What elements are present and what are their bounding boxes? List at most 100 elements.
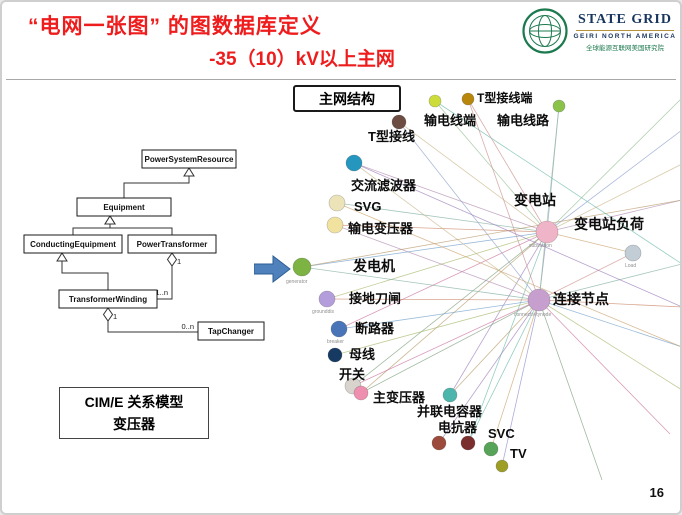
graph-node-tv [495,459,509,473]
graph-edge [360,299,540,394]
graph-label-tv: TV [510,446,527,461]
graph-node-svc [483,441,499,457]
graph-edge [467,231,548,444]
graph-label-ac_filter: 交流滤波器 [351,178,417,193]
graph-edge [467,98,548,233]
graph-edge [336,202,548,233]
graph-edge [301,266,540,301]
graph-edge [438,299,540,444]
uml-class-box-tap [197,321,265,341]
graph-sublabel-gnd_disc: grounddis [312,309,334,315]
graph-node-line_end [428,94,442,108]
graph-edge [546,99,680,233]
graph-edge [538,299,680,308]
graph-edge [467,98,540,301]
uml-association-line [107,321,198,333]
uml-class-label-powertx: PowerTransformer [137,240,208,249]
graph-node-reactor_a [431,435,447,451]
graph-label-svg_node: SVG [354,199,381,214]
uml-class-label-conducting: ConductingEquipment [30,240,116,249]
page-subtitle: -35（10）kV以上主网 [209,49,395,70]
graph-edge [398,121,548,233]
graph-edge [546,200,680,233]
graph-node-t_end [461,92,475,106]
page-title: “电网一张图” 的图数据库定义 [28,15,322,38]
graph-sublabel-generator: generator [286,279,308,285]
graph-edge [301,199,680,268]
cim-caption-box: CIM/E 关系模型 变压器 [59,387,209,439]
graph-edge [501,299,540,467]
graph-edge [546,231,634,254]
graph-label-line_end: 输电线端 [424,113,476,128]
uml-class-box-psr [141,149,237,169]
graph-edge [434,100,680,264]
uml-generalization-line [110,227,173,235]
graph-edge [398,121,540,301]
uml-inheritance-triangle-icon [183,167,195,177]
cim-caption-line2: 变压器 [113,416,155,432]
graph-edge [338,231,548,330]
graph-edge [352,231,548,387]
uml-class-box-powertx [127,234,217,254]
right-arrow-icon [254,254,291,284]
graph-edge [449,231,548,396]
graph-node-conn [527,288,551,312]
graph-edge [326,298,540,301]
graph-edge [538,299,680,390]
uml-class-label-psr: PowerSystemResource [145,155,234,164]
graph-edge [538,299,671,435]
graph-node-busbar [327,347,343,363]
uml-generalization-line [61,261,109,290]
graph-edge [334,299,540,356]
graph-edge [353,162,548,233]
graph-legend: 主网结构 [293,85,401,112]
uml-aggregation-diamond-icon [102,307,114,322]
state-grid-emblem-icon [522,8,568,54]
page-number: 16 [649,485,664,500]
graph-edge [538,264,680,301]
graph-edge [352,299,540,387]
uml-generalization-line [123,176,190,198]
graph-sublabel-load: Load [625,263,636,269]
graph-node-shunt_cap [442,387,458,403]
graph-edge [538,252,634,301]
graph-label-tx_tx: 输电变压器 [348,221,414,236]
graph-edge [434,100,548,233]
graph-label-generator: 发电机 [352,258,395,274]
uml-multiplicity-label: 1..n [155,288,168,297]
graph-node-reactor_b [460,435,476,451]
cim-caption-line1: CIM/E 关系模型 [84,394,184,410]
org-subname: GEIRI NORTH AMERICA [573,33,677,40]
graph-edge [353,162,540,301]
logo-divider [576,30,674,31]
graph-label-switch: 开关 [339,367,365,382]
graph-label-t_joint: T型接线 [368,129,415,144]
graph-node-t_joint [391,114,407,130]
graph-edge [336,202,680,347]
graph-node-breaker [330,320,348,338]
graph-edge [538,105,560,301]
uml-class-box-winding [58,289,158,309]
graph-node-svg_node [328,194,346,212]
graph-node-substation [535,220,559,244]
graph-label-reactor_a: 电抗器 [438,420,478,435]
graph-sublabel-conn: connectivitynode [514,312,551,318]
graph-edge [467,299,540,444]
org-name: STATE GRID [578,12,672,27]
graph-node-ac_filter [345,154,363,172]
graph-node-gnd_disc [318,290,336,308]
graph-edge [338,299,540,330]
graph-sublabel-breaker: breaker [327,339,344,345]
uml-generalization-line [72,224,111,235]
graph-label-breaker: 断路器 [355,321,395,336]
graph-edge [546,164,680,233]
uml-multiplicity-label: 1 [177,257,181,266]
graph-sublabel-substation: substation [529,243,552,249]
uml-class-box-equipment [76,197,172,217]
uml-class-label-winding: TransformerWinding [69,295,147,304]
graph-label-busbar: 母线 [349,347,375,362]
graph-edge [538,299,603,481]
graph-label-t_end: T型接线端 [477,90,532,105]
